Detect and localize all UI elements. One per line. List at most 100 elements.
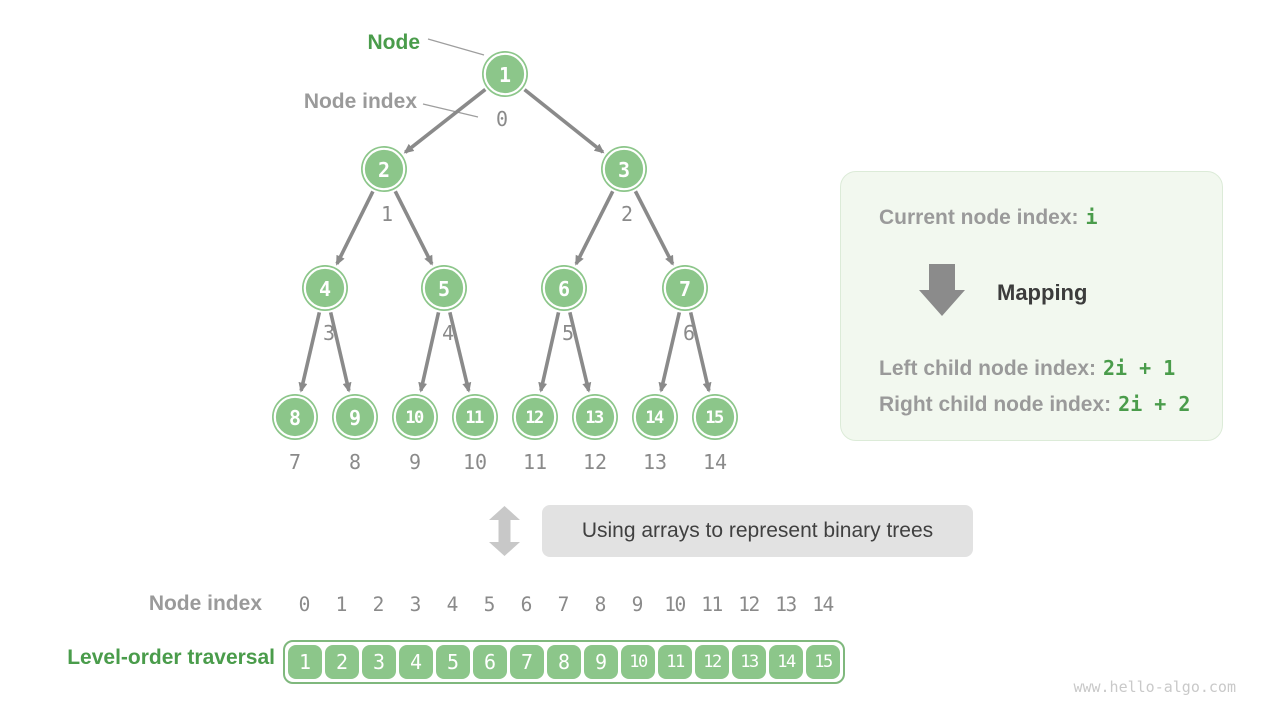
tree-node-circle <box>662 265 708 311</box>
tree-node-circle <box>512 394 558 440</box>
array-cell: 5 <box>436 645 470 679</box>
tree-node-inner-ring <box>303 266 347 310</box>
tree-node-inner-ring <box>602 147 646 191</box>
node-value-label: 3 <box>618 158 630 182</box>
tree-node-circle <box>272 394 318 440</box>
tree-node-circle <box>572 394 618 440</box>
right-child-text: Right child node index: <box>879 393 1112 416</box>
array-index-value: 3 <box>409 592 422 616</box>
array-cell: 9 <box>584 645 618 679</box>
tree-edge-arrow <box>574 190 615 266</box>
node-index-value: 7 <box>289 450 301 474</box>
array-cell: 13 <box>732 645 766 679</box>
tree-node-circle <box>452 394 498 440</box>
left-child-formula: 2i + 1 <box>1103 356 1176 380</box>
array-index-label: Node index <box>148 592 262 615</box>
tree-node: 15 <box>692 394 738 440</box>
current-node-index-text: Current node index: <box>879 206 1079 229</box>
array-cell: 8 <box>547 645 581 679</box>
array-index-value: 0 <box>298 592 311 616</box>
tree-edge-arrow <box>688 311 712 393</box>
tree-node: 1 <box>482 51 528 97</box>
node-index-value: 3 <box>323 321 335 345</box>
left-child-text: Left child node index: <box>879 357 1097 380</box>
array-cell: 1 <box>288 645 322 679</box>
tree-node-circle <box>692 394 738 440</box>
tree-node-circle <box>632 394 678 440</box>
tree-node: 7 <box>662 265 708 311</box>
tree-node: 5 <box>421 265 467 311</box>
tree-edge-arrow <box>418 311 441 393</box>
tree-edge-arrow <box>298 311 322 393</box>
watermark: www.hello-algo.com <box>1073 678 1236 696</box>
tree-edge-arrow <box>328 311 352 393</box>
node-index-annotation-line <box>422 103 479 118</box>
node-index-value: 10 <box>463 450 487 474</box>
tree-edge-arrow <box>568 311 592 393</box>
node-value-label: 4 <box>319 277 331 301</box>
array-cell: 10 <box>621 645 655 679</box>
node-value-label: 6 <box>558 277 570 301</box>
left-child-line: Left child node index: 2i + 1 <box>879 355 1175 382</box>
tree-node-inner-ring <box>362 147 406 191</box>
array-cell: 4 <box>399 645 433 679</box>
tree-node: 4 <box>302 265 348 311</box>
node-value-label: 12 <box>525 408 543 428</box>
tree-node-inner-ring <box>333 395 377 439</box>
array-cell: 3 <box>362 645 396 679</box>
tree-node: 6 <box>541 265 587 311</box>
tree-node-circle <box>601 146 647 192</box>
node-value-label: 1 <box>499 63 511 87</box>
tree-edge-arrow <box>448 311 472 393</box>
node-annotation-line <box>427 38 485 56</box>
node-index-value: 1 <box>381 202 393 226</box>
tree-node-circle <box>361 146 407 192</box>
tree-node-inner-ring <box>693 395 737 439</box>
tree-edge-arrow <box>538 311 561 393</box>
right-child-line: Right child node index:2i + 2 <box>879 391 1190 418</box>
tree-node-circle <box>482 51 528 97</box>
node-index-value: 4 <box>442 321 454 345</box>
tree-node: 9 <box>332 394 378 440</box>
tree-edge-arrow <box>633 190 675 266</box>
tree-node: 13 <box>572 394 618 440</box>
node-index-legend-label: Node index <box>303 90 417 113</box>
node-value-label: 11 <box>465 408 484 428</box>
tree-node-inner-ring <box>273 395 317 439</box>
node-value-label: 15 <box>705 408 724 428</box>
tree-node-circle <box>332 394 378 440</box>
tree-node-inner-ring <box>393 395 437 439</box>
node-legend-label: Node <box>367 31 421 54</box>
array-index-value: 9 <box>631 592 644 616</box>
array-index-value: 11 <box>701 592 723 616</box>
node-value-label: 14 <box>645 408 664 428</box>
tree-node: 12 <box>512 394 558 440</box>
array-index-value: 6 <box>520 592 533 616</box>
node-index-value: 0 <box>496 107 508 131</box>
tree-node: 8 <box>272 394 318 440</box>
tree-node-circle <box>392 394 438 440</box>
tree-edges <box>298 88 712 393</box>
node-value-label: 2 <box>378 158 390 182</box>
node-index-value: 9 <box>409 450 421 474</box>
array-index-value: 14 <box>812 592 834 616</box>
node-value-label: 13 <box>585 408 604 428</box>
mapping-panel: Current node index:i Mapping Left child … <box>840 171 1223 441</box>
tree-node-inner-ring <box>513 395 557 439</box>
array-cell: 11 <box>658 645 692 679</box>
node-index-value: 11 <box>523 450 547 474</box>
array-cell: 2 <box>325 645 359 679</box>
array-index-value: 5 <box>483 592 496 616</box>
node-value-label: 9 <box>349 406 361 430</box>
current-node-index-line: Current node index:i <box>879 204 1098 231</box>
node-value-label: 7 <box>679 277 691 301</box>
array-index-value: 1 <box>335 592 348 616</box>
array-index-value: 10 <box>664 592 686 616</box>
tree-node-circle <box>421 265 467 311</box>
array-index-value: 2 <box>372 592 385 616</box>
